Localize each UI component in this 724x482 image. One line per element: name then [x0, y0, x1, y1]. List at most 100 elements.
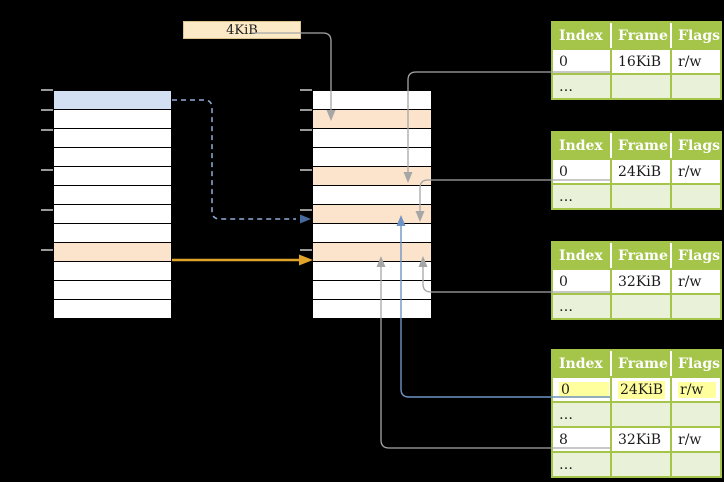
virtual-page-cell-white [53, 261, 172, 281]
table-cell: 24KiB [612, 158, 672, 183]
table-header-frame: Frame [612, 133, 672, 158]
table-cell: 24KiB [612, 376, 672, 401]
virtual-page-to-frame-dashed-arrow-head [300, 214, 311, 224]
virtual-page-cell-white [53, 280, 172, 300]
table-cell [612, 451, 672, 476]
highlighted-table-value: 0 [559, 381, 609, 398]
virtual-address-tick [41, 209, 53, 211]
table-cell [612, 73, 672, 98]
table-header-index: Index [553, 351, 612, 376]
table-cell: … [553, 451, 612, 476]
physical-frame-cell-white [312, 128, 432, 148]
table-header-index: Index [553, 133, 612, 158]
physical-frame-cell-white [312, 223, 432, 243]
table-cell [672, 451, 720, 476]
table-cell: 0 [553, 48, 612, 73]
physical-frame-cell-white [312, 299, 432, 319]
virtual-page-to-frame-orange-arrow-head [299, 254, 313, 266]
virtual-page-cell-white [53, 223, 172, 243]
table-cell: r/w [672, 426, 720, 451]
table-cell [612, 401, 672, 426]
virtual-address-tick [41, 109, 53, 111]
table-cell: r/w [672, 158, 720, 183]
table-header-flags: Flags [672, 351, 720, 376]
physical-frame-cell-white [312, 147, 432, 167]
virtual-page-cell-white [53, 204, 172, 224]
physical-address-tick [300, 89, 312, 91]
physical-frame-cell-white [312, 280, 432, 300]
table-cell [612, 183, 672, 208]
table-header-frame: Frame [612, 243, 672, 268]
physical-memory-column [312, 90, 432, 319]
table-cell: r/w [672, 376, 720, 401]
table-header-index: Index [553, 243, 612, 268]
highlighted-table-value: 24KiB [618, 380, 666, 399]
table-row: 0 24KiB r/w [553, 376, 720, 401]
physical-frame-cell-peach [312, 242, 432, 262]
table-header-flags: Flags [672, 23, 720, 48]
table-header-index: Index [553, 23, 612, 48]
virtual-memory-column [53, 90, 172, 319]
table-cell: … [553, 73, 612, 98]
virtual-page-cell-white [53, 166, 172, 186]
table-cell: 16KiB [612, 48, 672, 73]
table-cell: 8 [553, 426, 612, 451]
physical-frame-cell-white [312, 90, 432, 110]
page-size-label: 4KiB [226, 22, 258, 38]
virtual-page-cell-white [53, 109, 172, 129]
virtual-page-cell-white [53, 185, 172, 205]
physical-address-tick [300, 209, 312, 211]
virtual-page-cell-white [53, 128, 172, 148]
physical-frame-cell-peach [312, 204, 432, 224]
highlighted-table-value: r/w [678, 381, 716, 398]
table-row: … [553, 451, 720, 476]
table-cell [672, 293, 720, 318]
virtual-page-cell-white [53, 147, 172, 167]
table-cell [612, 293, 672, 318]
virtual-address-tick [41, 169, 53, 171]
page-size-label-box: 4KiB [183, 21, 301, 39]
table-header-flags: Flags [672, 133, 720, 158]
physical-frame-cell-white [312, 185, 432, 205]
virtual-address-tick [41, 249, 53, 251]
virtual-address-tick [41, 89, 53, 91]
table-cell: 0 [553, 376, 612, 401]
table-cell: 32KiB [612, 426, 672, 451]
table-header-frame: Frame [612, 23, 672, 48]
physical-address-tick [300, 129, 312, 131]
table-cell [672, 73, 720, 98]
table-cell: … [553, 293, 612, 318]
virtual-page-cell-white [53, 299, 172, 319]
table-cell: 0 [553, 158, 612, 183]
table-cell [672, 401, 720, 426]
virtual-page-to-frame-dashed-arrow [172, 99, 296, 220]
virtual-address-tick [41, 129, 53, 131]
table-header-flags: Flags [672, 243, 720, 268]
virtual-page-cell-blue [53, 90, 172, 110]
physical-address-tick [300, 249, 312, 251]
table-cell [672, 183, 720, 208]
table-cell: r/w [672, 48, 720, 73]
table-cell: … [553, 183, 612, 208]
physical-address-tick [300, 169, 312, 171]
table-cell: 0 [553, 268, 612, 293]
table-row: … [553, 293, 720, 318]
physical-frame-cell-peach [312, 109, 432, 129]
table-row: … [553, 401, 720, 426]
physical-frame-cell-white [312, 261, 432, 281]
table-cell: 32KiB [612, 268, 672, 293]
physical-frame-cell-peach [312, 166, 432, 186]
table-cell: r/w [672, 268, 720, 293]
table-cell: … [553, 401, 612, 426]
table-header-frame: Frame [612, 351, 672, 376]
virtual-page-cell-peach [53, 242, 172, 262]
